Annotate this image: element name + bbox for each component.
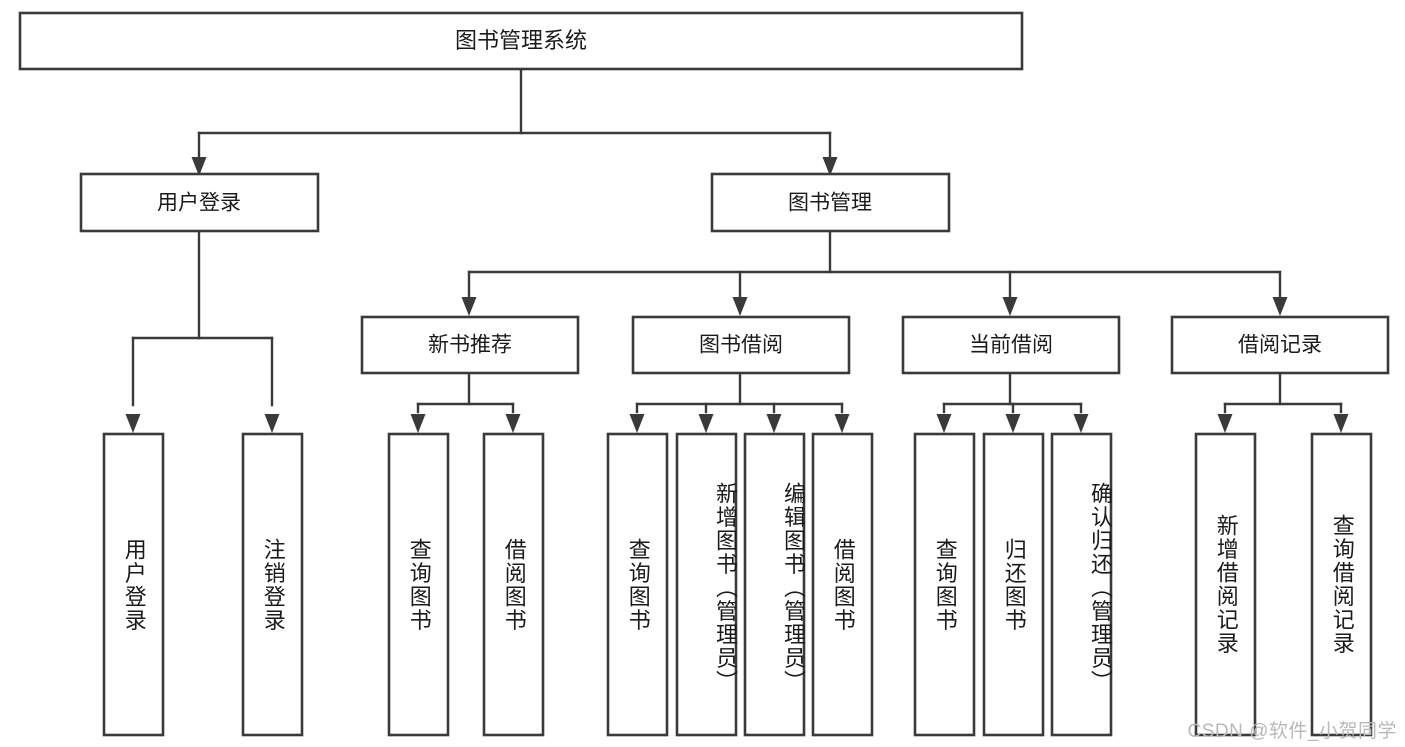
- node-new-book-recommend[interactable]: 新书推荐: [360, 315, 580, 375]
- connector-bookmgmt-to-level2: [461, 229, 1288, 316]
- connector-currentborrow-to-leaves: [936, 371, 1089, 433]
- node-book-management[interactable]: 图书管理: [710, 172, 951, 233]
- leaf-box[interactable]: [482, 432, 545, 737]
- node-book-borrow-label: 图书借阅: [699, 334, 783, 357]
- node-user-login-label: 用户登录: [157, 192, 241, 215]
- node-borrow-record-label: 借阅记录: [1238, 334, 1322, 357]
- node-borrow-record[interactable]: 借阅记录: [1170, 315, 1390, 375]
- node-root-label: 图书管理系统: [455, 28, 587, 53]
- leaf-box[interactable]: [241, 432, 304, 737]
- connector-root-to-level1: [191, 68, 838, 176]
- connector-bookborrow-to-leaves: [629, 371, 850, 433]
- leaf-box[interactable]: [743, 432, 806, 737]
- connector-borrowrecord-to-leaves: [1217, 371, 1349, 433]
- leaf-box[interactable]: [606, 432, 669, 737]
- connector-newbook-to-leaves: [410, 371, 521, 433]
- leaf-box[interactable]: [982, 432, 1045, 737]
- node-current-borrow[interactable]: 当前借阅: [901, 315, 1121, 375]
- node-new-book-recommend-label: 新书推荐: [428, 334, 512, 357]
- leaf-box[interactable]: [811, 432, 874, 737]
- watermark: CSDN @软件_小贺同学: [1187, 721, 1397, 742]
- leaf-box[interactable]: [913, 432, 976, 737]
- leaf-box[interactable]: [1310, 432, 1373, 737]
- node-book-management-label: 图书管理: [788, 192, 872, 215]
- leaf-box[interactable]: [102, 432, 165, 737]
- node-user-login[interactable]: 用户登录: [79, 172, 320, 233]
- leaf-box[interactable]: [387, 432, 450, 737]
- leaf-box[interactable]: [1050, 432, 1113, 737]
- leaf-box[interactable]: [675, 432, 738, 737]
- leaf-box[interactable]: [1194, 432, 1257, 737]
- connector-userlogin-to-leaves: [125, 229, 280, 433]
- node-current-borrow-label: 当前借阅: [969, 334, 1053, 357]
- node-root[interactable]: 图书管理系统: [18, 11, 1024, 71]
- node-book-borrow[interactable]: 图书借阅: [631, 315, 851, 375]
